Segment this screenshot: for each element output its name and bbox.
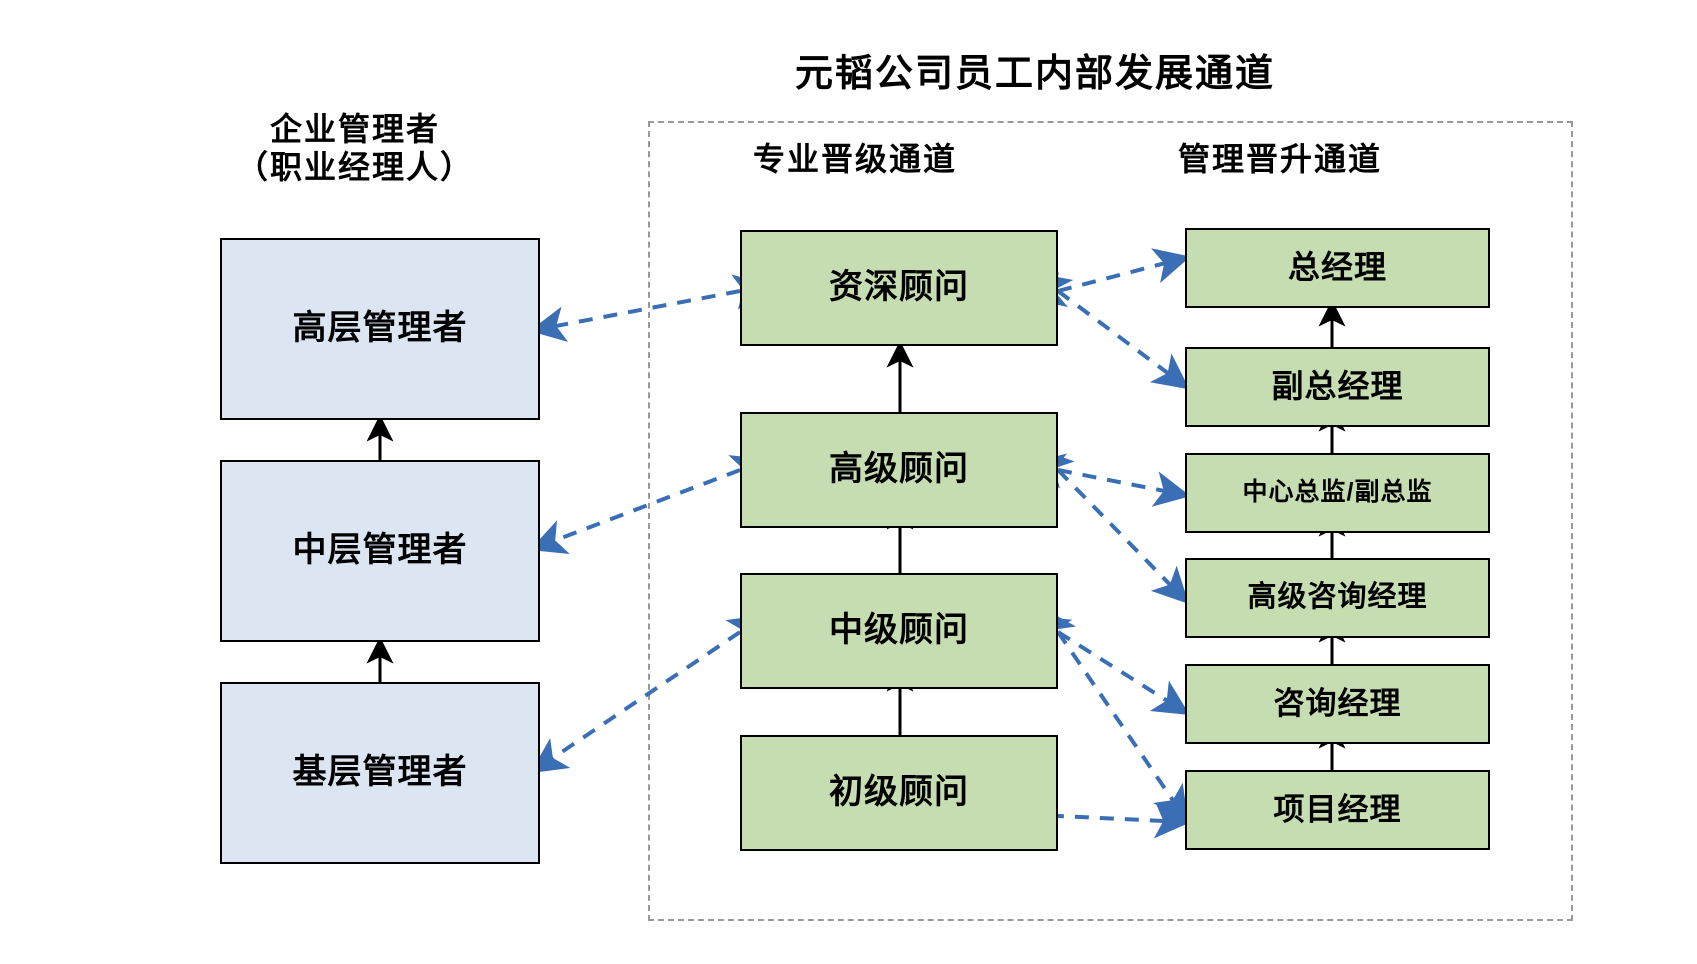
node-management-senior-consulting-manager[interactable]: 高级咨询经理 — [1185, 558, 1490, 638]
node-label: 咨询经理 — [1273, 685, 1402, 721]
node-professional-intermediate-consultant[interactable]: 中级顾问 — [740, 573, 1058, 689]
node-management-project-manager[interactable]: 项目经理 — [1185, 770, 1490, 850]
node-label: 中级顾问 — [829, 611, 969, 650]
node-professional-advanced-consultant[interactable]: 高级顾问 — [740, 412, 1058, 528]
column-heading-professional-track: 专业晋级通道 — [752, 141, 957, 177]
node-label: 高层管理者 — [292, 309, 468, 348]
node-management-consulting-manager[interactable]: 咨询经理 — [1185, 664, 1490, 744]
node-label: 总经理 — [1287, 249, 1387, 286]
node-label: 中层管理者 — [292, 531, 468, 570]
column-heading-management-track: 管理晋升通道 — [1177, 141, 1382, 177]
node-label: 初级顾问 — [829, 773, 969, 812]
node-professional-junior-consultant[interactable]: 初级顾问 — [740, 735, 1058, 851]
node-label: 项目经理 — [1273, 791, 1402, 827]
node-professional-senior-consultant[interactable]: 资深顾问 — [740, 230, 1058, 346]
node-enterprise-middle-manager[interactable]: 中层管理者 — [220, 460, 540, 642]
node-management-general-manager[interactable]: 总经理 — [1185, 228, 1490, 308]
node-label: 副总经理 — [1271, 368, 1404, 405]
node-label: 高级顾问 — [829, 450, 969, 489]
diagram-title: 元韬公司员工内部发展通道 — [794, 53, 1275, 95]
column-heading-enterprise-manager-line1: 企业管理者 — [269, 111, 440, 147]
column-heading-enterprise-manager-line2: （职业经理人） — [235, 149, 474, 186]
node-label: 中心总监/副总监 — [1242, 478, 1433, 507]
node-label: 资深顾问 — [829, 268, 969, 307]
node-management-center-director[interactable]: 中心总监/副总监 — [1185, 453, 1490, 533]
column-heading-enterprise-manager: 企业管理者 （职业经理人） — [175, 110, 535, 187]
node-enterprise-frontline-manager[interactable]: 基层管理者 — [220, 682, 540, 864]
node-management-deputy-general-manager[interactable]: 副总经理 — [1185, 347, 1490, 427]
node-enterprise-senior-manager[interactable]: 高层管理者 — [220, 238, 540, 420]
node-label: 基层管理者 — [292, 753, 468, 792]
node-label: 高级咨询经理 — [1247, 581, 1428, 614]
